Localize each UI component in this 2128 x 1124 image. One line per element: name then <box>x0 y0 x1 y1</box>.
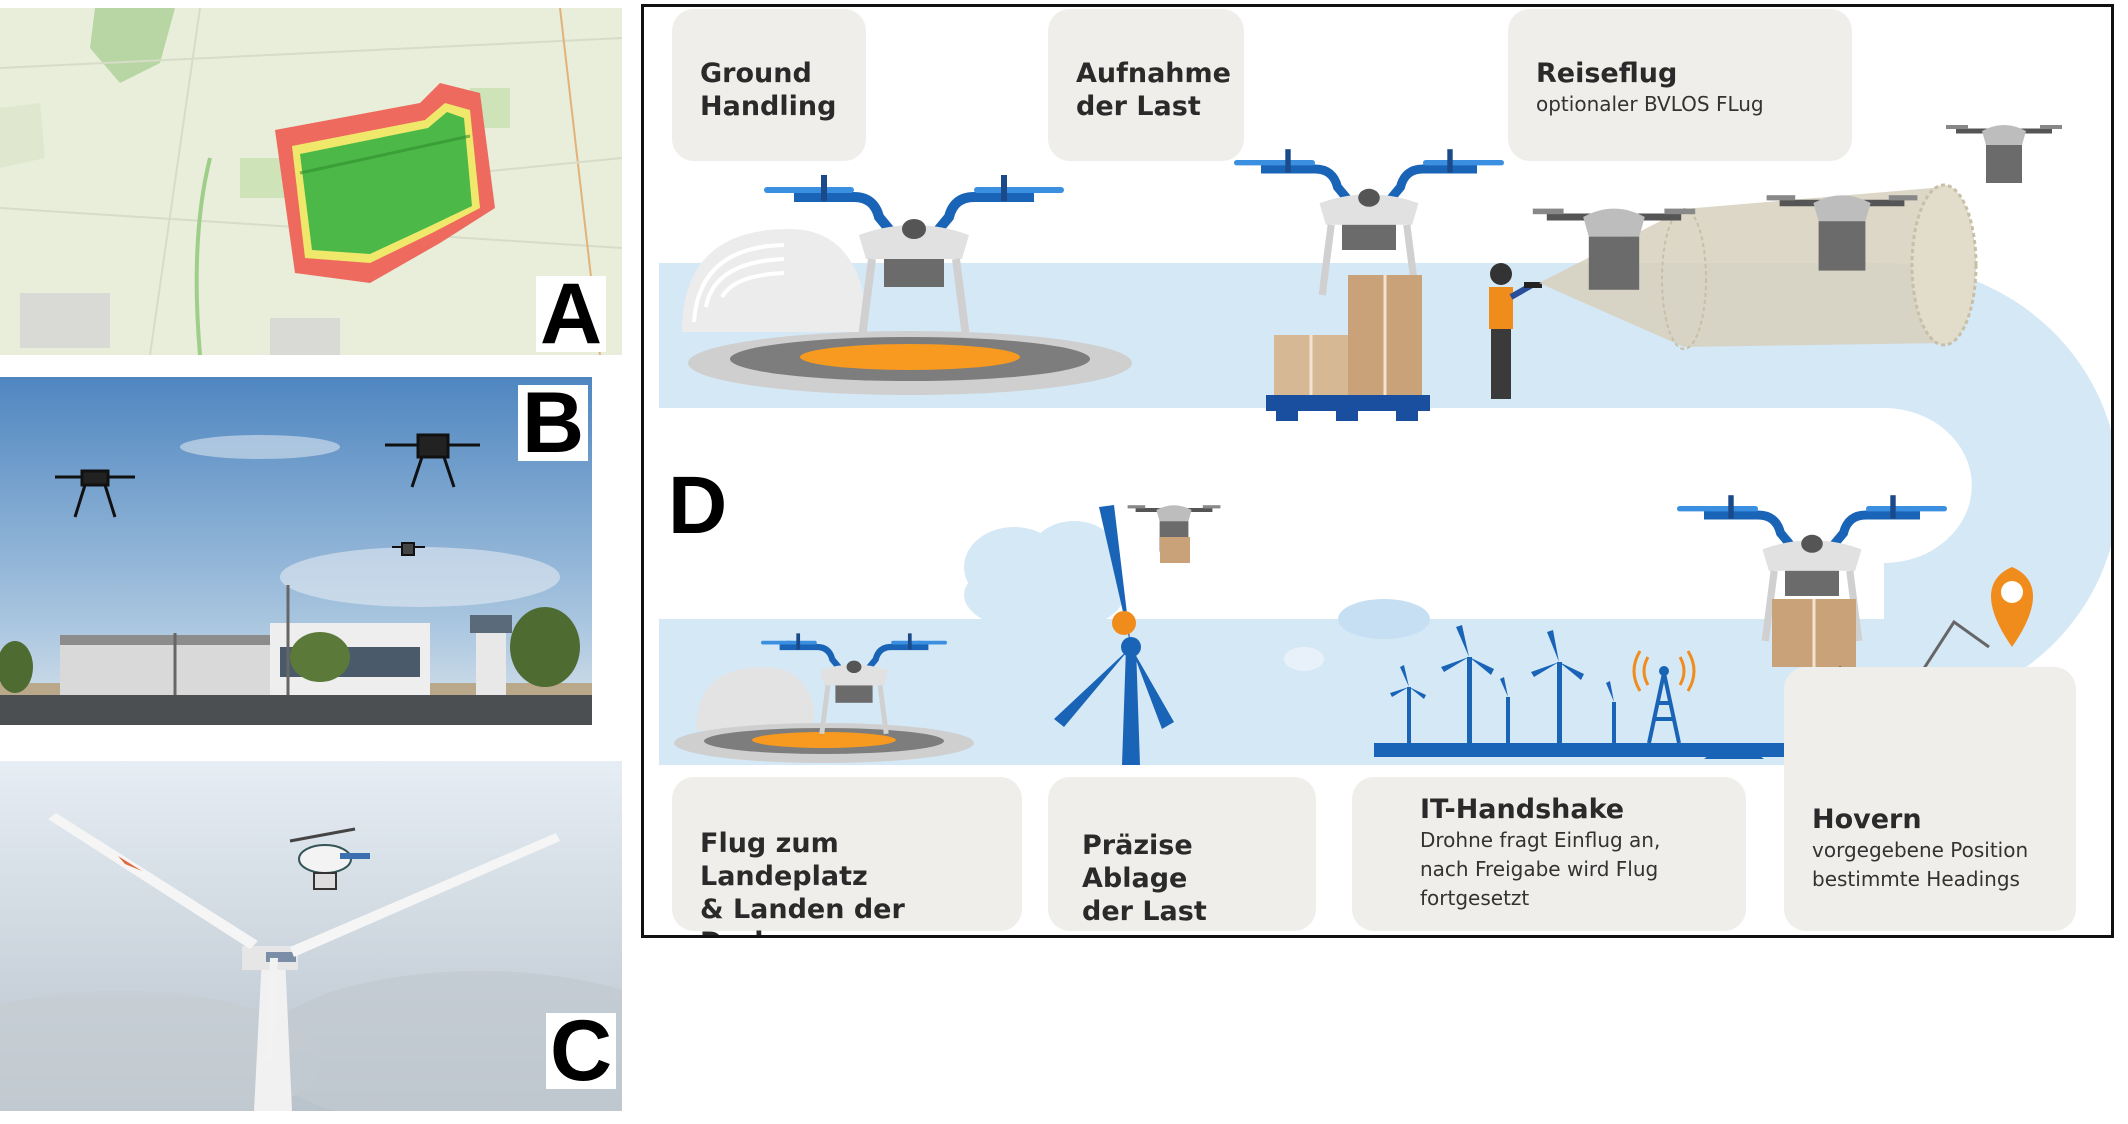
step-card-reiseflug: Reiseflug optionaler BVLOS FLug <box>1508 9 1852 161</box>
step-card-aufnahme: Aufnahme der Last <box>1048 9 1244 161</box>
hangar-lower-icon <box>696 667 814 730</box>
turbine-blade-right <box>290 833 560 957</box>
process-illustration <box>659 7 2111 765</box>
panel-label-c: C <box>546 1008 616 1094</box>
cloud-icon <box>964 521 1124 633</box>
town-area <box>20 293 110 348</box>
location-pin-icon <box>1991 567 2033 647</box>
flight-geography-zone <box>300 112 472 254</box>
step-card-landeplatz: Flug zum Landeplatz & Landen der Drohne <box>672 777 1022 935</box>
map-panel: A <box>0 8 622 355</box>
step-title: IT-Handshake <box>1420 794 1625 825</box>
step-card-hovern: Hovern vorgegebene Position bestimmte He… <box>1784 667 2076 931</box>
tree <box>510 607 580 687</box>
process-infographic-panel: Ground Handling Aufnahme der Last Reisef… <box>641 4 2114 938</box>
helicopter-drone <box>289 827 370 890</box>
step-subtitle: optionaler BVLOS FLug <box>1536 92 1764 116</box>
wind-farm-icon <box>1374 625 1794 759</box>
flight-zone-map <box>0 8 622 355</box>
airfield-photo <box>0 377 592 725</box>
hover-cargo-box <box>1772 599 1856 667</box>
drone-small <box>392 542 425 556</box>
path-curve <box>1884 263 2111 713</box>
drone-left <box>55 469 135 518</box>
step-card-ground-handling: Ground Handling <box>672 9 866 161</box>
turbine-blade-left <box>48 813 258 949</box>
step-title: Flug zum Landeplatz & Landen der Drohne <box>700 828 905 935</box>
cargo-pallet-icon <box>1266 275 1430 421</box>
step-card-ablage: Präzise Ablage der Last <box>1048 777 1316 931</box>
wind-turbine-photo <box>0 761 622 1111</box>
step-subtitle: Drohne fragt Einflug an, nach Freigabe w… <box>1420 828 1661 910</box>
airfield-photo-panel: B <box>0 377 592 725</box>
step-title: Reiseflug <box>1536 58 1678 89</box>
wind-turbine-photo-panel: C <box>0 761 622 1111</box>
step-title: Präzise Ablage der Last <box>1082 830 1207 927</box>
drone-cruise-3 <box>1946 125 2062 183</box>
forest-area <box>90 8 175 83</box>
panel-label-d: D <box>668 460 728 551</box>
step-card-handshake: IT-Handshake Drohne fragt Einflug an, na… <box>1352 777 1746 931</box>
step-title: Ground Handling <box>700 58 837 122</box>
panel-label-a: A <box>536 271 606 355</box>
step-title: Hovern <box>1812 804 1922 835</box>
step-title: Aufnahme der Last <box>1076 58 1231 122</box>
control-tower <box>476 625 506 695</box>
wind-turbine-icon <box>1054 505 1174 765</box>
hangar-upper-icon <box>682 229 866 332</box>
step-subtitle: vorgegebene Position bestimmte Headings <box>1812 838 2029 891</box>
drone-center <box>385 433 480 488</box>
panel-label-b: B <box>518 380 588 466</box>
operator-person-icon <box>1489 263 1542 399</box>
